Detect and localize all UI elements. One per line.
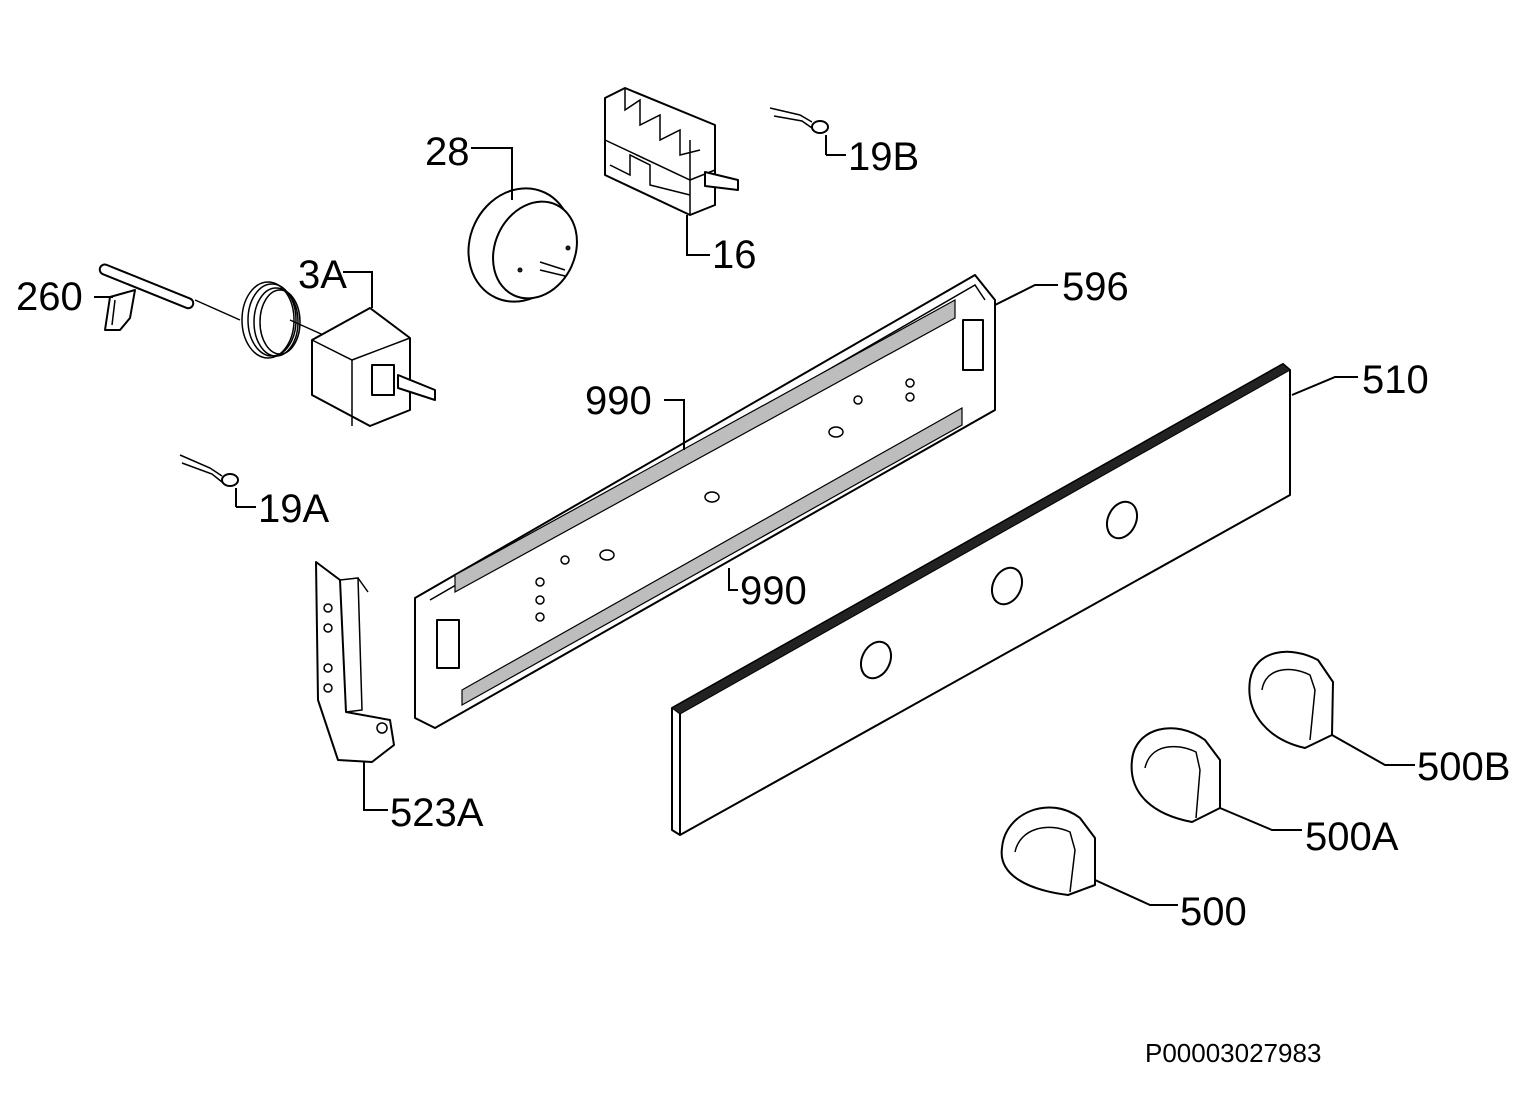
label-3a: 3A bbox=[298, 253, 347, 297]
label-500b: 500B bbox=[1417, 745, 1510, 789]
label-990-bottom: 990 bbox=[740, 569, 807, 613]
knob-500a: 500A bbox=[1130, 727, 1399, 859]
part-510-front-panel: 510 bbox=[671, 358, 1429, 836]
part-19a-lamp: 19A bbox=[179, 454, 329, 531]
part-523a-bracket: 523A bbox=[315, 561, 484, 835]
part-16-selector-switch: 16 bbox=[604, 87, 757, 277]
label-19b: 19B bbox=[848, 135, 919, 179]
knob-500b: 500B bbox=[1248, 650, 1510, 789]
knob-500: 500 bbox=[1000, 806, 1247, 934]
label-523a: 523A bbox=[390, 791, 484, 835]
drawing-id: P00003027983 bbox=[1145, 1038, 1321, 1068]
part-990-strips: 990 990 bbox=[585, 379, 807, 613]
label-260: 260 bbox=[16, 275, 83, 319]
label-990-top: 990 bbox=[585, 379, 652, 423]
label-28: 28 bbox=[425, 130, 470, 174]
part-28-timer: 28 bbox=[425, 130, 578, 303]
label-510: 510 bbox=[1362, 358, 1429, 402]
label-500: 500 bbox=[1180, 890, 1247, 934]
part-260-clip: 260 bbox=[16, 275, 136, 331]
part-596-control-panel-frame: 596 bbox=[414, 265, 1129, 729]
label-500a: 500A bbox=[1305, 815, 1399, 859]
label-16: 16 bbox=[712, 233, 757, 277]
part-19b-lamp: 19B bbox=[769, 107, 919, 179]
part-3a-thermostat: 3A bbox=[98, 253, 436, 427]
label-19a: 19A bbox=[258, 487, 329, 531]
label-596: 596 bbox=[1062, 265, 1129, 309]
